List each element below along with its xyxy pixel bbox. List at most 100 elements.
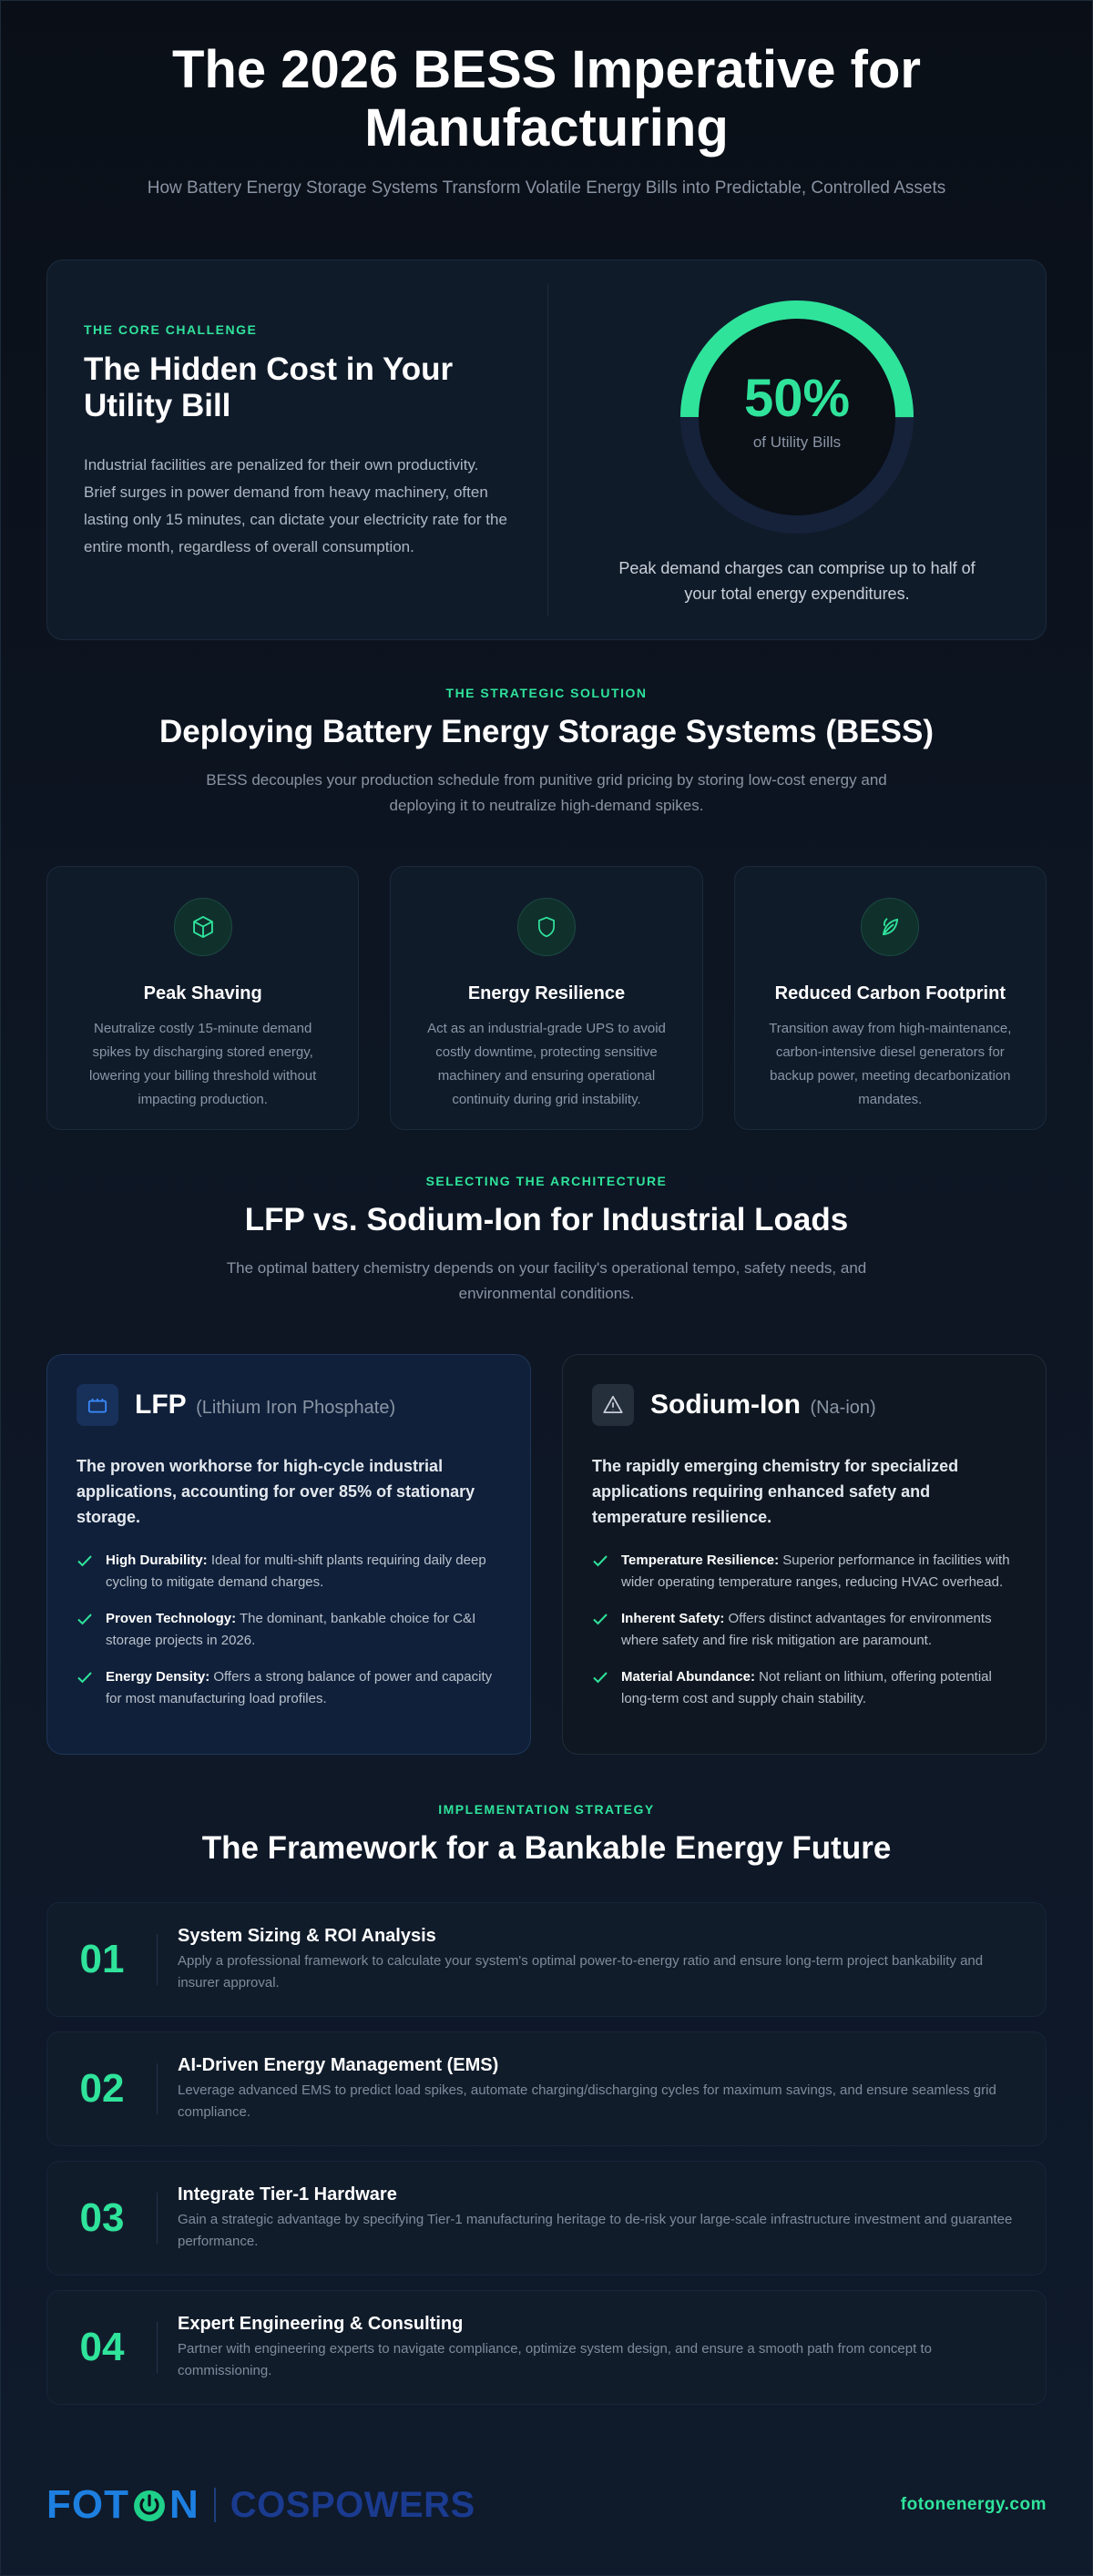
list-item: Inherent Safety: Offers distinct advanta…: [592, 1608, 1016, 1652]
na-feature-list: Temperature Resilience: Superior perform…: [592, 1550, 1016, 1710]
implementation-header: IMPLEMENTATION STRATEGY The Framework fo…: [1, 1802, 1092, 1868]
step-number: 01: [79, 1937, 125, 1981]
benefit-card-carbon-footprint: Reduced Carbon Footprint Transition away…: [733, 866, 1047, 1130]
lfp-card: LFP (Lithium Iron Phosphate) The proven …: [46, 1354, 531, 1755]
na-lead: The rapidly emerging chemistry for speci…: [592, 1457, 959, 1526]
lfp-feature-list: High Durability: Ideal for multi-shift p…: [77, 1550, 501, 1710]
foton-logo-text-b: N: [169, 2482, 199, 2527]
warning-icon: [592, 1384, 634, 1426]
feature-label: High Durability:: [106, 1553, 208, 1568]
foton-logo-text-a: FOT: [46, 2482, 129, 2527]
solution-header: THE STRATEGIC SOLUTION Deploying Battery…: [1, 686, 1092, 819]
lfp-heading: LFP (Lithium Iron Phosphate): [77, 1384, 501, 1426]
step-body: Expert Engineering & Consulting Partner …: [157, 2314, 1046, 2378]
solution-title: Deploying Battery Energy Storage Systems…: [159, 714, 934, 749]
benefit-card-peak-shaving: Peak Shaving Neutralize costly 15-minute…: [46, 866, 360, 1130]
foton-logo: FOT N: [46, 2482, 199, 2528]
benefit-body: Transition away from high-maintenance, c…: [769, 1021, 1012, 1107]
check-icon: [593, 1672, 608, 1684]
benefit-title: Energy Resilience: [467, 983, 626, 1003]
feature-text: Offers a strong balance of power and cap…: [106, 1669, 493, 1706]
benefit-title: Peak Shaving: [143, 983, 262, 1003]
architecture-header: SELECTING THE ARCHITECTURE LFP vs. Sodiu…: [1, 1174, 1092, 1307]
cospowers-logo: COSPOWERS: [230, 2484, 475, 2525]
implementation-steps: 01 System Sizing & ROI Analysis Apply a …: [46, 1902, 1047, 2405]
lfp-lead: The proven workhorse for high-cycle indu…: [77, 1457, 475, 1526]
step-body: System Sizing & ROI Analysis Apply a pro…: [157, 1926, 1046, 1991]
feature-text: The dominant, bankable choice for C&I st…: [106, 1611, 476, 1648]
challenge-card: THE CORE CHALLENGE The Hidden Cost in Yo…: [46, 260, 1047, 640]
benefit-card-energy-resilience: Energy Resilience Act as an industrial-g…: [390, 866, 703, 1130]
feature-label: Temperature Resilience:: [621, 1553, 780, 1568]
power-icon: [133, 2490, 165, 2521]
step-description: Apply a professional framework to calcul…: [178, 1952, 984, 1991]
implementation-title: The Framework for a Bankable Energy Futu…: [201, 1830, 892, 1866]
chemistry-comparison: LFP (Lithium Iron Phosphate) The proven …: [46, 1354, 1047, 1755]
shield-icon: [516, 898, 576, 956]
feature-text: Ideal for multi-shift plants requiring d…: [106, 1553, 486, 1590]
website-link[interactable]: fotonenergy.com: [900, 2495, 1047, 2514]
gauge: 50% of Utility Bills: [677, 297, 917, 537]
step-title: Integrate Tier-1 Hardware: [178, 2184, 397, 2204]
feature-label: Energy Density:: [106, 1669, 210, 1685]
step-description: Gain a strategic advantage by specifying…: [178, 2211, 1013, 2249]
implementation-eyebrow: IMPLEMENTATION STRATEGY: [438, 1802, 655, 1817]
feature-text: Not reliant on lithium, offering potenti…: [621, 1669, 992, 1706]
check-icon: [77, 1555, 92, 1567]
solution-body: BESS decouples your production schedule …: [206, 771, 887, 814]
step-card: 01 System Sizing & ROI Analysis Apply a …: [46, 1902, 1047, 2017]
page-title: The 2026 BESS Imperative for Manufacturi…: [172, 40, 921, 158]
list-item: Material Abundance: Not reliant on lithi…: [592, 1666, 1016, 1710]
benefit-title: Reduced Carbon Footprint: [774, 983, 1006, 1003]
step-number: 03: [79, 2195, 125, 2240]
na-heading: Sodium-Ion (Na-ion): [592, 1384, 1016, 1426]
challenge-text: THE CORE CHALLENGE The Hidden Cost in Yo…: [47, 284, 548, 616]
architecture-eyebrow: SELECTING THE ARCHITECTURE: [425, 1174, 668, 1188]
solution-eyebrow: THE STRATEGIC SOLUTION: [445, 686, 648, 700]
step-body: AI-Driven Energy Management (EMS) Levera…: [157, 2055, 1046, 2120]
leaf-icon: [861, 898, 920, 956]
battery-icon: [77, 1384, 118, 1426]
check-icon: [77, 1672, 92, 1684]
feature-label: Material Abundance:: [621, 1669, 755, 1685]
step-title: AI-Driven Energy Management (EMS): [178, 2054, 499, 2075]
brand-logo: FOT N COSPOWERS: [46, 2482, 475, 2528]
sodium-ion-card: Sodium-Ion (Na-ion) The rapidly emerging…: [562, 1354, 1047, 1755]
step-card: 03 Integrate Tier-1 Hardware Gain a stra…: [46, 2161, 1047, 2276]
step-card: 02 AI-Driven Energy Management (EMS) Lev…: [46, 2031, 1047, 2146]
benefit-cards: Peak Shaving Neutralize costly 15-minute…: [46, 866, 1047, 1130]
check-icon: [77, 1614, 92, 1625]
gauge-value: 50%: [743, 369, 851, 428]
step-body: Integrate Tier-1 Hardware Gain a strateg…: [157, 2184, 1046, 2249]
footer: FOT N COSPOWERS fotonenergy.com: [46, 2478, 1047, 2532]
gauge-label: of Utility Bills: [752, 433, 842, 451]
step-title: System Sizing & ROI Analysis: [178, 1925, 436, 1946]
feature-text: Superior performance in facilities with …: [621, 1553, 1010, 1590]
feature-text: Offers distinct advantages for environme…: [621, 1611, 992, 1648]
gauge-ring: [680, 300, 914, 534]
cube-icon: [173, 898, 232, 956]
step-description: Partner with engineering experts to navi…: [178, 2340, 932, 2378]
challenge-body: Industrial facilities are penalized for …: [84, 456, 507, 555]
na-subtitle: (Na-ion): [810, 1398, 876, 1418]
challenge-stat: 50% of Utility Bills Peak demand charges…: [548, 260, 1046, 639]
check-icon: [593, 1555, 608, 1567]
feature-label: Inherent Safety:: [621, 1611, 725, 1626]
list-item: Temperature Resilience: Superior perform…: [592, 1550, 1016, 1593]
feature-label: Proven Technology:: [106, 1611, 237, 1626]
hero: The 2026 BESS Imperative for Manufacturi…: [1, 1, 1092, 201]
gauge-bg: [690, 310, 904, 524]
list-item: Proven Technology: The dominant, bankabl…: [77, 1608, 501, 1652]
list-item: High Durability: Ideal for multi-shift p…: [77, 1550, 501, 1593]
na-name: Sodium-Ion: [650, 1390, 801, 1420]
lfp-subtitle: (Lithium Iron Phosphate): [196, 1398, 396, 1418]
challenge-title: The Hidden Cost in Your Utility Bill: [84, 351, 454, 423]
benefit-body: Neutralize costly 15-minute demand spike…: [89, 1021, 317, 1107]
step-card: 04 Expert Engineering & Consulting Partn…: [46, 2290, 1047, 2405]
list-item: Energy Density: Offers a strong balance …: [77, 1666, 501, 1710]
architecture-title: LFP vs. Sodium-Ion for Industrial Loads: [244, 1202, 849, 1237]
step-description: Leverage advanced EMS to predict load sp…: [178, 2082, 996, 2120]
step-number: 04: [79, 2325, 125, 2369]
page-subtitle: How Battery Energy Storage Systems Trans…: [147, 178, 946, 198]
step-number: 02: [79, 2066, 125, 2111]
